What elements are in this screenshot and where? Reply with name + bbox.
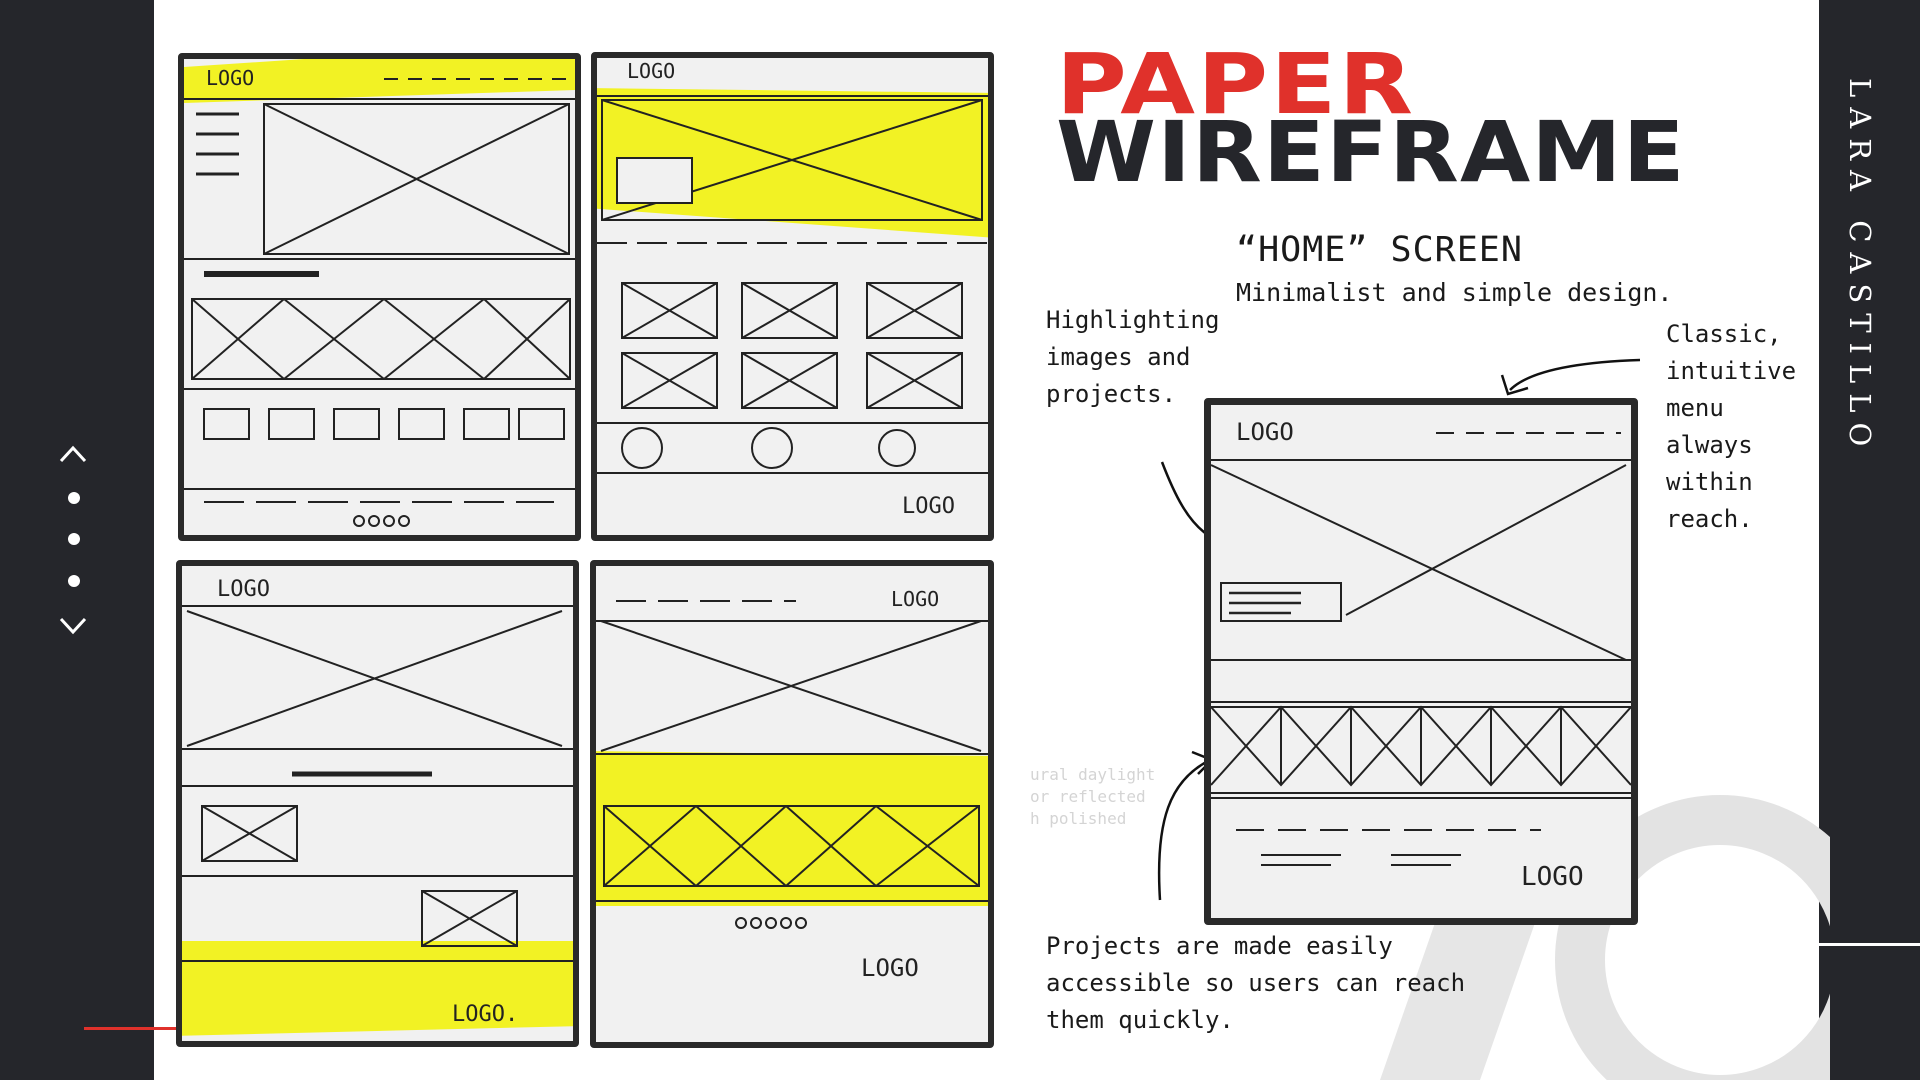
note-line: menu	[1666, 394, 1724, 422]
screen-heading: “HOME” SCREEN	[1236, 230, 1523, 270]
wireframe-sketch-1: LOGO	[178, 53, 581, 541]
wireframe-footer-logo: LOGO	[1521, 862, 1584, 892]
home-wireframe: LOGO LOGO	[1204, 398, 1638, 925]
arrow-icon	[1157, 758, 1211, 901]
wireframe-sketch-4: LOGO LOGO	[590, 560, 994, 1048]
arrow-icon	[1509, 358, 1641, 391]
slide-dot-icon[interactable]	[68, 533, 80, 545]
note-projects: Projects are made easily accessible so u…	[1046, 928, 1465, 1039]
note-line: Highlighting	[1046, 306, 1220, 334]
wireframe-logo: LOGO	[1236, 418, 1294, 446]
sketch-logo: LOGO	[206, 66, 254, 90]
note-line: them quickly.	[1046, 1006, 1234, 1034]
chevron-down-icon[interactable]	[58, 615, 88, 637]
slide-dot-icon[interactable]	[68, 575, 80, 587]
note-line: accessible so users can reach	[1046, 969, 1466, 997]
screen-description: Minimalist and simple design.	[1236, 278, 1673, 307]
note-menu: Classic, intuitive menu always within re…	[1666, 316, 1796, 538]
sketch-logo: LOGO.	[452, 1002, 518, 1027]
svg-text:or reflected: or reflected	[1030, 787, 1146, 806]
sketch-logo: LOGO	[861, 954, 919, 982]
note-line: images and	[1046, 343, 1191, 371]
note-line: Projects are made easily	[1046, 932, 1393, 960]
right-sidebar	[1819, 0, 1920, 1080]
note-line: always	[1666, 431, 1753, 459]
sketch-logo: LOGO	[217, 577, 270, 602]
presenter-name: LARA CASTILLO	[1843, 78, 1877, 457]
chevron-up-icon[interactable]	[58, 443, 88, 465]
note-line: within	[1666, 468, 1753, 496]
title-line-2: WIREFRAME	[1056, 103, 1686, 201]
rule-divider	[1819, 943, 1920, 946]
svg-text:h polished: h polished	[1030, 809, 1126, 828]
slide-dot-icon[interactable]	[68, 492, 80, 504]
note-line: projects.	[1046, 380, 1177, 408]
note-line: Classic,	[1666, 320, 1782, 348]
accent-divider	[84, 1027, 260, 1030]
title-line-1: PAPER	[1056, 35, 1416, 133]
note-highlight: Highlighting images and projects.	[1046, 302, 1219, 413]
sketch-logo: LOGO	[902, 494, 955, 519]
sketch-logo: LOGO	[891, 587, 939, 611]
wireframe-sketch-3: LOGO LOGO.	[176, 560, 579, 1047]
sketch-logo: LOGO	[627, 59, 675, 83]
svg-text:ural daylight: ural daylight	[1030, 765, 1155, 784]
note-line: reach.	[1666, 505, 1753, 533]
note-line: intuitive	[1666, 357, 1797, 385]
wireframe-sketch-2: LOGO LOGO	[591, 52, 994, 541]
